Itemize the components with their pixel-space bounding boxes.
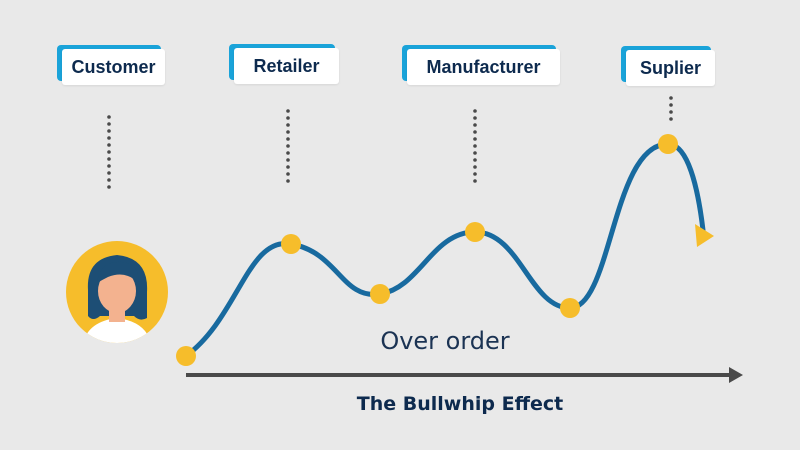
label-retailer: Retailer [229,44,339,84]
connector-dot [107,164,111,168]
connector-dot [286,116,290,120]
customer-avatar-icon [66,241,168,343]
arrow-right-icon [186,367,743,383]
over-order-caption: Over order [380,327,510,355]
label-customer-text: Customer [62,49,165,85]
label-customer: Customer [57,45,165,85]
demand-points [176,134,678,366]
connector-dot [473,179,477,183]
connector-dot [286,165,290,169]
label-manufacturer-text: Manufacturer [407,49,560,85]
curve-point-supplier [658,134,678,154]
connector-retailer [286,109,290,183]
connector-dot [107,178,111,182]
connector-dot [286,123,290,127]
label-supplier: Suplier [621,46,715,86]
connector-dot [473,165,477,169]
label-retailer-text: Retailer [234,48,339,84]
connector-dot [473,151,477,155]
label-manufacturer: Manufacturer [402,45,560,85]
curve-point-manufacturer [465,222,485,242]
connector-dot [107,171,111,175]
connector-dot [473,137,477,141]
connector-dot [473,130,477,134]
curve-point-start [176,346,196,366]
connector-dot [473,109,477,113]
connector-dot [669,96,673,100]
connector-dot [286,151,290,155]
connector-dot [286,179,290,183]
connector-dot [107,143,111,147]
connector-dot [286,144,290,148]
connector-dot [107,136,111,140]
connector-dot [473,158,477,162]
label-supplier-text: Suplier [626,50,715,86]
triangle-arrowhead-icon [695,224,714,247]
connector-dot [473,172,477,176]
curve-point-retailer [281,234,301,254]
connector-dot [669,117,673,121]
connector-dot [669,103,673,107]
diagram-title: The Bullwhip Effect [356,393,564,415]
connector-dot [107,150,111,154]
connector-dot [473,123,477,127]
connector-dot [107,115,111,119]
connector-dot [107,122,111,126]
connector-dot [286,109,290,113]
connector-manufacturer [473,109,477,183]
bullwhip-curve [183,141,706,359]
dotted-connectors [107,96,673,189]
connector-supplier [669,96,673,121]
connector-dot [473,144,477,148]
connector-dot [669,110,673,114]
connector-dot [286,172,290,176]
connector-dot [286,137,290,141]
connector-dot [107,157,111,161]
connector-dot [473,116,477,120]
curve-point-trough-2 [560,298,580,318]
curve-point-trough-1 [370,284,390,304]
connector-dot [107,185,111,189]
connector-dot [107,129,111,133]
connector-dot [286,158,290,162]
connector-dot [286,130,290,134]
connector-customer [107,115,111,189]
